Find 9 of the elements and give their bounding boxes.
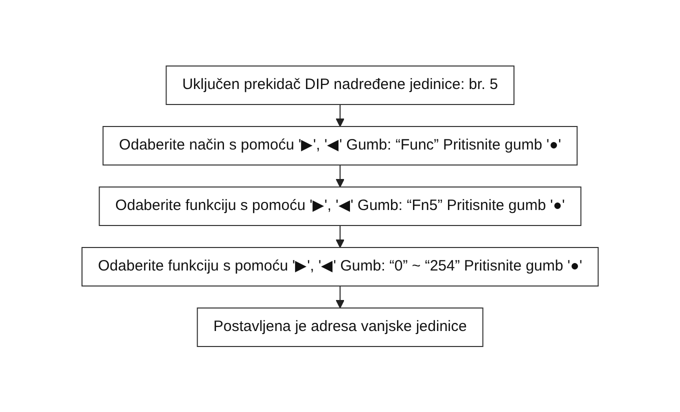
node-box: Odaberite funkciju s pomoću '▶', '◀' Gumb: “Fn5” Pritisnite gumb '●' <box>98 186 582 226</box>
arrow <box>336 164 344 188</box>
arrow <box>336 104 344 127</box>
node-box: Odaberite način s pomoću '▶', '◀' Gumb: “Func” Pritisnite gumb '●' <box>102 126 578 166</box>
node-box: Odaberite funkciju s pomoću '▶', '◀' Gumb: “0” ~ “254” Pritisnite gumb '●' <box>81 246 599 286</box>
arrow <box>336 224 344 248</box>
arrow <box>336 285 344 308</box>
node-box: Postavljena je adresa vanjske jedinice <box>196 307 484 347</box>
node-box: Uključen prekidač DIP nadređene jedinice: br. 5 <box>166 65 514 105</box>
